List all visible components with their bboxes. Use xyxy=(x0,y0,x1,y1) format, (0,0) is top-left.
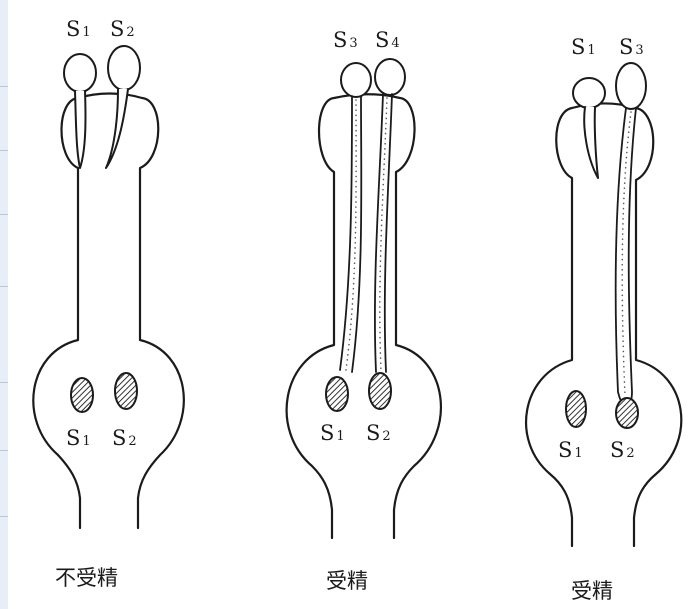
pistil-outline xyxy=(287,94,441,538)
panel-caption: 不受精 xyxy=(55,566,118,590)
ovule xyxy=(369,373,391,409)
panel-caption: 受精 xyxy=(326,569,368,593)
pollen-grain xyxy=(106,46,140,168)
ovule xyxy=(71,378,93,412)
ovule xyxy=(115,373,137,409)
pollen-grain xyxy=(573,78,605,178)
ovule xyxy=(326,377,348,411)
pollen-grain xyxy=(340,63,371,372)
ovule xyxy=(566,391,586,427)
ovule xyxy=(616,398,638,428)
panel-caption: 受精 xyxy=(571,579,613,603)
pistil-outline xyxy=(526,104,681,547)
